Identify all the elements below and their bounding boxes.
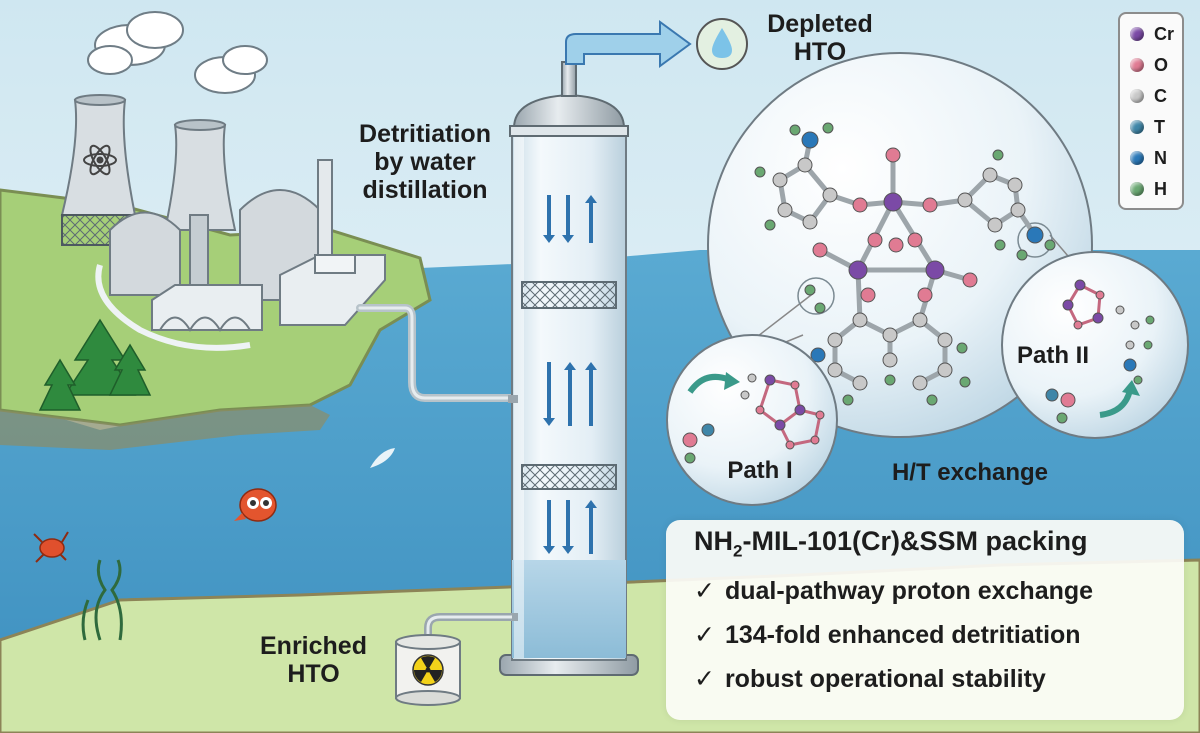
enriched-hto-label: Enriched HTO (246, 632, 381, 688)
info-item-3: ✓ robust operational stability (694, 664, 1046, 694)
flow-arrows (543, 195, 597, 554)
top-outlet-arrow (565, 20, 692, 68)
atom-swatch-icon (1130, 89, 1144, 103)
enriched-line1: Enriched (260, 632, 367, 660)
path-i-label: Path I (727, 457, 793, 484)
seaweed (81, 559, 123, 641)
atom-swatch-icon (1130, 182, 1144, 196)
detritiation-line1: Detritiation (359, 120, 491, 148)
info-item-text: dual-pathway proton exchange (724, 577, 1094, 605)
path-ii-bubble (1001, 251, 1189, 439)
packing-top (521, 281, 617, 309)
atom-swatch-icon (1130, 151, 1144, 165)
depleted-line1: Depleted (767, 10, 873, 38)
check-icon: ✓ (694, 621, 715, 649)
info-title-suffix: -MIL-101(Cr)&SSM packing (742, 526, 1088, 556)
info-item-2: ✓ 134-fold enhanced detritiation (694, 620, 1081, 650)
molecule-bubble (704, 52, 1093, 438)
legend-label: T (1154, 117, 1165, 137)
legend-item-t: T (1128, 115, 1182, 139)
reactor-buildings (109, 159, 386, 332)
enriched-line2: HTO (287, 660, 340, 688)
legend-item-c: C (1128, 84, 1182, 108)
road (95, 264, 251, 351)
legend-label: N (1154, 148, 1167, 168)
info-title-subscript: 2 (733, 541, 743, 561)
ht-exchange-label: H/T exchange (891, 459, 1049, 486)
pine-trees (38, 318, 152, 411)
info-item-text: 134-fold enhanced detritiation (724, 621, 1081, 649)
legend-label: C (1154, 86, 1167, 106)
crab (33, 531, 69, 563)
info-title-prefix: NH (694, 526, 733, 556)
info-title: NH2-MIL-101(Cr)&SSM packing (694, 526, 1088, 561)
info-item-text: robust operational stability (724, 665, 1046, 693)
atom-swatch-icon (1130, 58, 1144, 72)
path-ii-label: Path II (1016, 342, 1089, 369)
droplet-icon (712, 28, 732, 58)
land-edge (0, 405, 330, 450)
legend-item-n: N (1128, 146, 1182, 170)
info-item-1: ✓ dual-pathway proton exchange (694, 576, 1093, 606)
check-icon: ✓ (694, 577, 715, 605)
radiation-icon (414, 656, 442, 682)
packing-bottom (521, 464, 617, 490)
atom-swatch-icon (1130, 27, 1144, 41)
legend-item-o: O (1128, 53, 1182, 77)
distillation-column (499, 61, 639, 676)
legend-label: O (1154, 55, 1169, 75)
depleted-line2: HTO (793, 38, 847, 66)
water-shimmer (370, 448, 395, 468)
legend-item-h: H (1128, 177, 1182, 201)
legend-label: H (1154, 179, 1167, 199)
packing-info-box: NH2-MIL-101(Cr)&SSM packing ✓ dual-pathwa… (666, 520, 1184, 720)
legend-label: Cr (1154, 24, 1175, 44)
legend-item-cr: Cr (1128, 22, 1182, 46)
steam-clouds (87, 11, 268, 94)
atom-swatch-icon (1130, 120, 1144, 134)
detritiation-line3: distillation (362, 176, 488, 204)
enriched-drum (395, 634, 461, 706)
cooling-tower-right (163, 119, 237, 231)
fish (234, 488, 277, 522)
detritiation-line2: by water (374, 148, 476, 176)
path-i-bubble (666, 334, 838, 506)
check-icon: ✓ (694, 665, 715, 693)
molecule-atoms (754, 122, 1056, 406)
detritiation-label: Detritiation by water distillation (340, 120, 510, 204)
depleted-hto-label: Depleted HTO (755, 10, 885, 66)
